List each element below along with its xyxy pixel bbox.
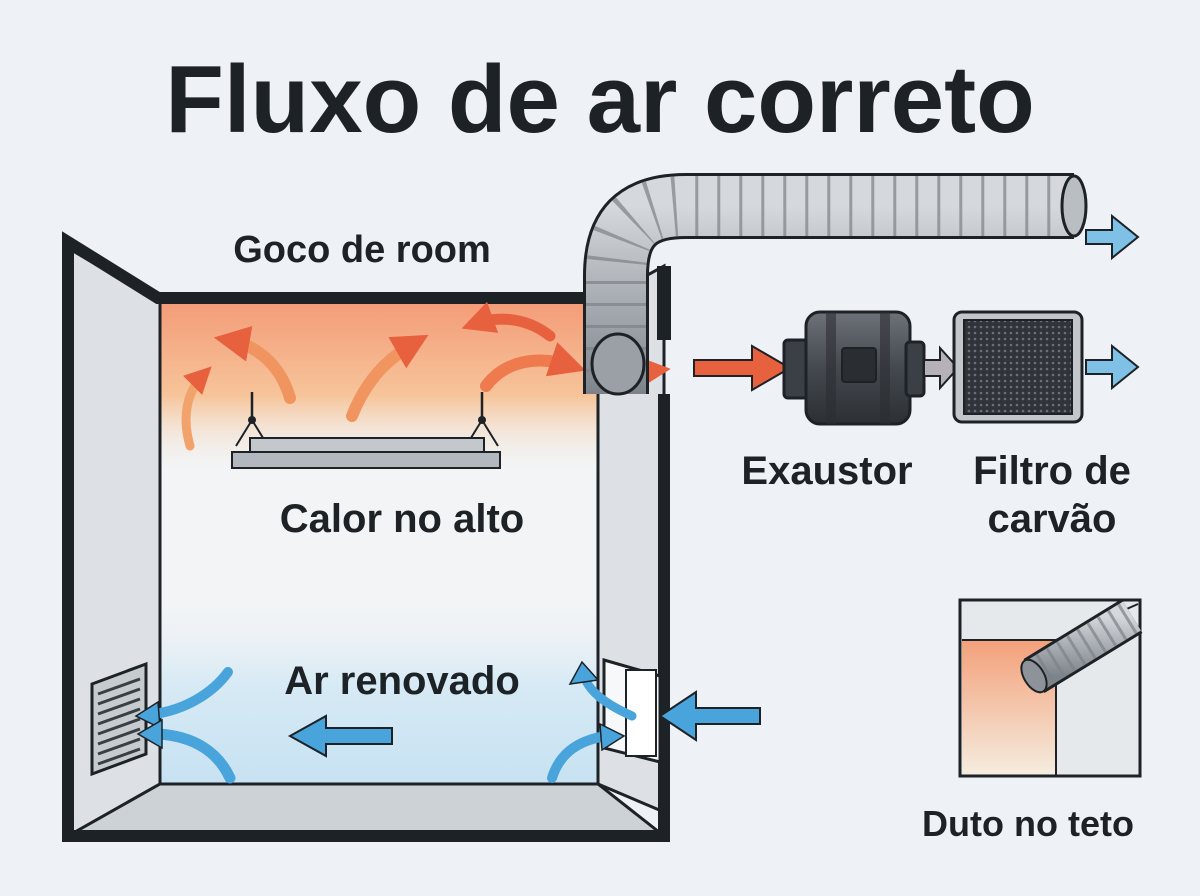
carbon-filter-icon	[952, 310, 1084, 424]
label-heat: Calor no alto	[280, 497, 524, 541]
flexible-duct-icon	[583, 173, 1088, 396]
fresh-arrow-to-vent-bottom	[152, 728, 236, 784]
label-filter-line1: Filtro de	[973, 449, 1131, 493]
fan-to-filter-arrow	[923, 345, 960, 391]
warm-arrow-2	[213, 326, 296, 404]
grow-light-icon	[231, 392, 501, 469]
label-filter-line2: carvão	[988, 497, 1117, 541]
inline-fan-icon	[782, 310, 926, 426]
label-fresh-air: Ar renovado	[284, 659, 520, 703]
exhaust-out-arrow-top	[1085, 213, 1140, 261]
warm-arrow-4	[461, 301, 556, 342]
fresh-arrow-to-vent-top	[149, 667, 233, 719]
louver-vent-icon	[90, 661, 148, 777]
ceiling-duct-inset	[958, 598, 1143, 778]
warm-arrow-5	[480, 342, 586, 392]
fresh-arrow-outside	[658, 690, 761, 742]
fresh-arrow-floor-right	[547, 731, 611, 783]
label-room: Goco de room	[233, 229, 491, 271]
warm-arrow-3	[346, 334, 429, 422]
exhaust-out-arrow-filter	[1085, 343, 1140, 391]
ceiling-duct-icon	[1020, 598, 1143, 694]
fresh-arrow-center	[287, 714, 393, 758]
warm-arrow-1	[181, 366, 212, 451]
label-ceiling-duct: Duto no teto	[922, 803, 1134, 844]
page-title: Fluxo de ar correto	[165, 46, 1035, 153]
fresh-air-arrows	[134, 660, 761, 784]
label-fan: Exaustor	[741, 449, 912, 493]
warm-arrow-to-fan	[693, 344, 792, 392]
